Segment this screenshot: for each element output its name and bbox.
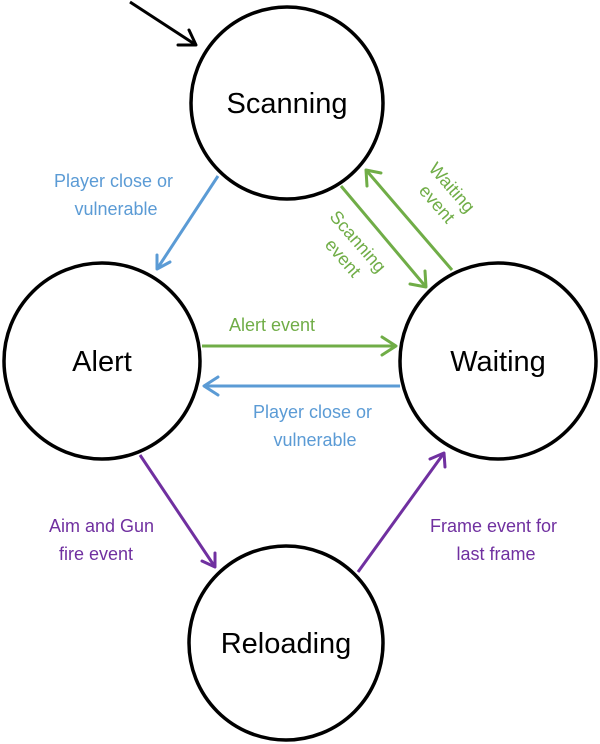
state-waiting-label: Waiting [450,346,546,378]
transition-reloading-to-waiting-label-1: Frame event for [430,516,557,536]
svg-text:Frame event for last fra: Frame event for last frame [430,516,562,564]
transition-alert-to-waiting-label-1: Alert event [229,315,315,335]
transition-alert-to-reloading-label-2: fire event [59,544,133,564]
state-scanning-label: Scanning [227,88,348,120]
svg-text:Scanning event: Scanning event [309,207,393,295]
transition-waiting-to-alert: Player close or vulnerable [202,375,400,450]
initial-arrow [129,0,198,47]
state-reloading-label: Reloading [221,628,352,660]
state-scanning: Scanning [189,5,385,201]
transition-alert-to-reloading-label-1: Aim and Gun [49,516,154,536]
transition-alert-to-waiting: Alert event [202,315,398,357]
transition-reloading-to-waiting-label-2: last frame [456,544,535,564]
svg-text:Player close or vulnerab: Player close or vulnerable [54,171,178,219]
state-reloading: Reloading [187,544,385,742]
transition-scanning-to-alert: Player close or vulnerable [54,171,220,271]
transition-scanning-to-alert-label-2: vulnerable [74,199,157,219]
transition-reloading-to-waiting: Frame event for last frame [356,451,562,573]
state-alert: Alert [2,261,202,461]
state-alert-label: Alert [72,346,132,378]
transition-waiting-to-alert-label-1: Player close or [253,402,372,422]
transition-waiting-to-scanning: Waiting event [364,159,482,271]
transition-scanning-to-waiting: Scanning event [309,185,428,295]
transition-waiting-to-alert-label-2: vulnerable [273,430,356,450]
svg-text:Alert event: Alert event [229,315,315,335]
svg-text:Player close or vulnerab: Player close or vulnerable [253,402,377,450]
state-waiting: Waiting [398,261,598,461]
transition-scanning-to-alert-label-1: Player close or [54,171,173,191]
transition-alert-to-reloading: Aim and Gun fire event [49,454,217,569]
svg-text:Waiting event: Waiting event [408,159,482,235]
svg-text:Aim and Gun fire event: Aim and Gun fire event [49,516,159,564]
